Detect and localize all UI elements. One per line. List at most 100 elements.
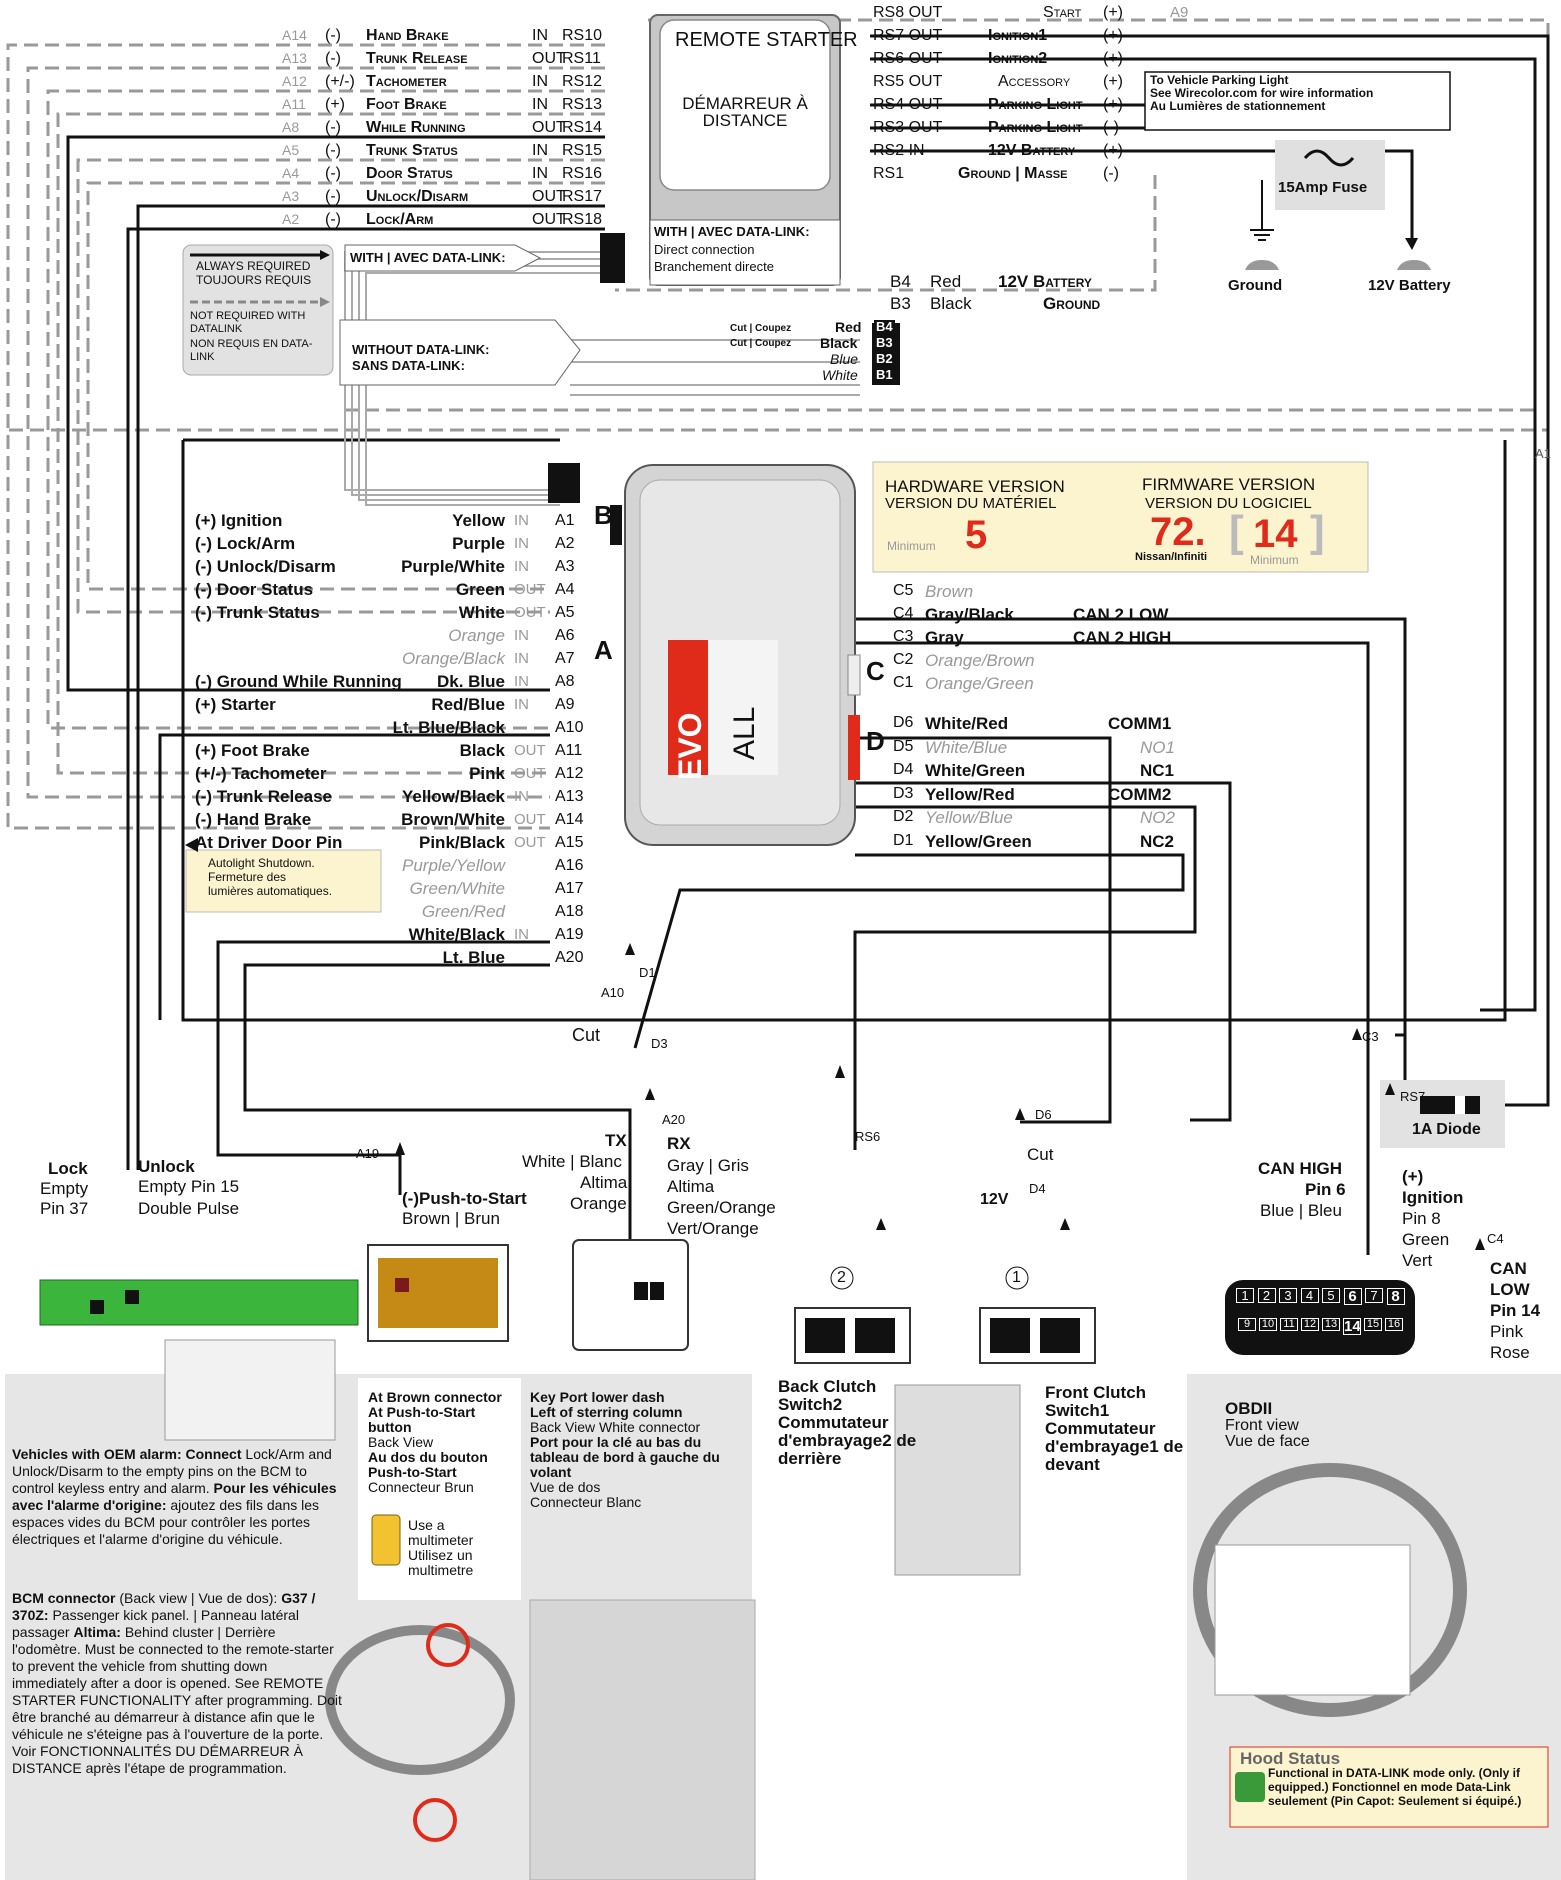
a-pin-color: Green/White (409, 879, 505, 898)
a-pin-dir: OUT (514, 581, 546, 598)
tag-rs6: RS6 (855, 1129, 881, 1144)
rs-right-rs: RS8 OUT (873, 4, 943, 21)
rs-top-pin: A13 (282, 50, 307, 66)
a-pin-id: A1 (555, 512, 575, 529)
obd-pin-top: 2 (1257, 1288, 1276, 1303)
a-pin-dir: OUT (514, 765, 546, 782)
a-pin-color: Lt. Blue (442, 948, 505, 967)
a-pin-id: A3 (555, 558, 575, 575)
tag-d4: D4 (1029, 1181, 1046, 1196)
obd-closeup (1214, 1544, 1411, 1696)
bcm-note-t2: ajoutez des fils dans les espaces vides … (12, 1497, 320, 1547)
a-pin-func: (+) Starter (195, 695, 276, 714)
rs-top-rs: RS11 (562, 50, 601, 67)
rs-top-pol: (+/-) (325, 73, 355, 90)
dashed-inner (340, 408, 1537, 430)
rs-top-rs: RS17 (562, 188, 603, 205)
a-pin-func: (-) Door Status (195, 580, 314, 599)
bcm-g37-b: G37 / 370Z: (12, 1590, 316, 1623)
obd-pin-top: 1 (1236, 1288, 1254, 1303)
b-pin-id: B4 (874, 319, 895, 334)
obd-can-high: CAN HIGH (1258, 1159, 1343, 1178)
fw-version-fr: VERSION DU LOGICIEL (1145, 495, 1312, 512)
d-pin-func: NC1 (1140, 761, 1175, 780)
obd-sub1: Front view (1225, 1417, 1299, 1434)
d-pin-id: D2 (893, 808, 914, 825)
lock-line2: Pin 37 (40, 1199, 89, 1218)
rs-top-rs: RS15 (562, 142, 603, 159)
rs-right-rs: RS1 (873, 165, 905, 182)
rs-top-rs: RS18 (562, 211, 603, 228)
tx-1: White | Blanc (522, 1152, 622, 1171)
dashed-foot-brake (56, 112, 605, 775)
a-pin-func: (-) Lock/Arm (195, 534, 296, 553)
b-pin-color: Red (835, 319, 862, 335)
obd-pin-top: 8 (1386, 1288, 1405, 1305)
d-pin-func: COMM1 (1108, 714, 1172, 733)
bcm-note-b2: Pour les véhicules avec l'alarme d'origi… (12, 1480, 337, 1513)
key-b2: Left of sterring column (530, 1404, 683, 1420)
a-pin-color: Black (459, 741, 505, 760)
b-conn-name: Ground (1043, 294, 1101, 313)
dashed-tach (46, 89, 605, 730)
rs-right-name: Start (1043, 4, 1082, 21)
key-port-photo (529, 1599, 756, 1880)
a-pin-dir: IN (514, 627, 529, 644)
autolight-text: Autolight Shutdown. Fermeture des lumièr… (208, 856, 378, 898)
rs-right-extra: A9 (1170, 4, 1189, 21)
obd-ign-pol: (+) (1402, 1167, 1424, 1186)
rs-top-pin: A14 (282, 27, 307, 43)
obd-pin8: Pin 8 (1402, 1209, 1441, 1228)
b-pin-id: B3 (874, 335, 895, 350)
a-pin-color: Dk. Blue (436, 672, 505, 691)
hw-version-value: 5 (965, 513, 988, 557)
push-start-sub: Brown | Brun (402, 1209, 500, 1228)
tx-title: TX (605, 1131, 627, 1150)
autolight-3: lumières automatiques. (208, 884, 333, 898)
b-conn-pin: B3 (890, 294, 911, 313)
rs-right-name: Accessory (998, 73, 1071, 90)
legend-box (182, 244, 334, 376)
rs-right-rs: RS5 OUT (873, 73, 943, 90)
rs-top-pin: A5 (282, 142, 300, 158)
fw-version-bracket-value: 14 (1253, 512, 1298, 556)
battery-label: 12V Battery (1368, 277, 1451, 294)
rs-top-dir: OUT (532, 119, 566, 136)
a-pin-dir: IN (514, 512, 529, 529)
a-pin-color: Purple/White (401, 557, 505, 576)
a-pin-dir: OUT (514, 811, 546, 828)
a-pin-id: A9 (555, 696, 575, 713)
d-pin-color: White/Green (925, 761, 1026, 780)
wire-12v (870, 149, 1414, 245)
d-pin-color: Yellow/Blue (925, 808, 1013, 827)
obd-pin-top: 5 (1322, 1288, 1340, 1303)
unlock-line2: Double Pulse (138, 1199, 240, 1218)
a-pin-color: Orange/Black (402, 649, 505, 668)
key-t1: Back View White connector (530, 1419, 701, 1435)
dashed-trunk (76, 158, 605, 614)
obd-pin-bot: 15 (1364, 1318, 1382, 1331)
rs-top-pol: (-) (325, 27, 341, 44)
obd-pin-bot: 13 (1322, 1318, 1340, 1331)
remote-starter-datalink: WITH | AVEC DATA-LINK: (654, 224, 810, 239)
rs-top-name: Foot Brake (366, 96, 447, 113)
rs-top-rs: RS10 (562, 27, 603, 44)
a-pin-color: Green (455, 580, 505, 599)
rx-2: Altima (667, 1177, 715, 1196)
hood-text: Functional in DATA-LINK mode only. (Only… (1268, 1766, 1522, 1808)
brown-b3: Au dos du bouton Push-to-Start (368, 1449, 488, 1480)
rs-top-name: While Running (366, 119, 466, 136)
hw-version-fr: VERSION DU MATÉRIEL (885, 495, 1057, 512)
dashed-door (86, 181, 605, 591)
b-pin-id: B2 (874, 351, 895, 366)
back-clutch-label: Back Clutch Switch2 Commutateur d'embray… (778, 1377, 917, 1468)
obd-pin-bot: 16 (1385, 1318, 1403, 1331)
clutch-num-1: 1 (1012, 1269, 1021, 1286)
a-pin-func: (+) Ignition (195, 511, 283, 530)
hw-version-en: HARDWARE VERSION (885, 477, 1065, 496)
obd-pin-bot: 10 (1259, 1318, 1277, 1331)
a-pin-id: A7 (555, 650, 575, 667)
rs-right-pol: (-) (1103, 119, 1119, 136)
evo-logo: EVO (672, 712, 708, 780)
parking-note-3: Au Lumières de stationnement (1150, 99, 1326, 113)
